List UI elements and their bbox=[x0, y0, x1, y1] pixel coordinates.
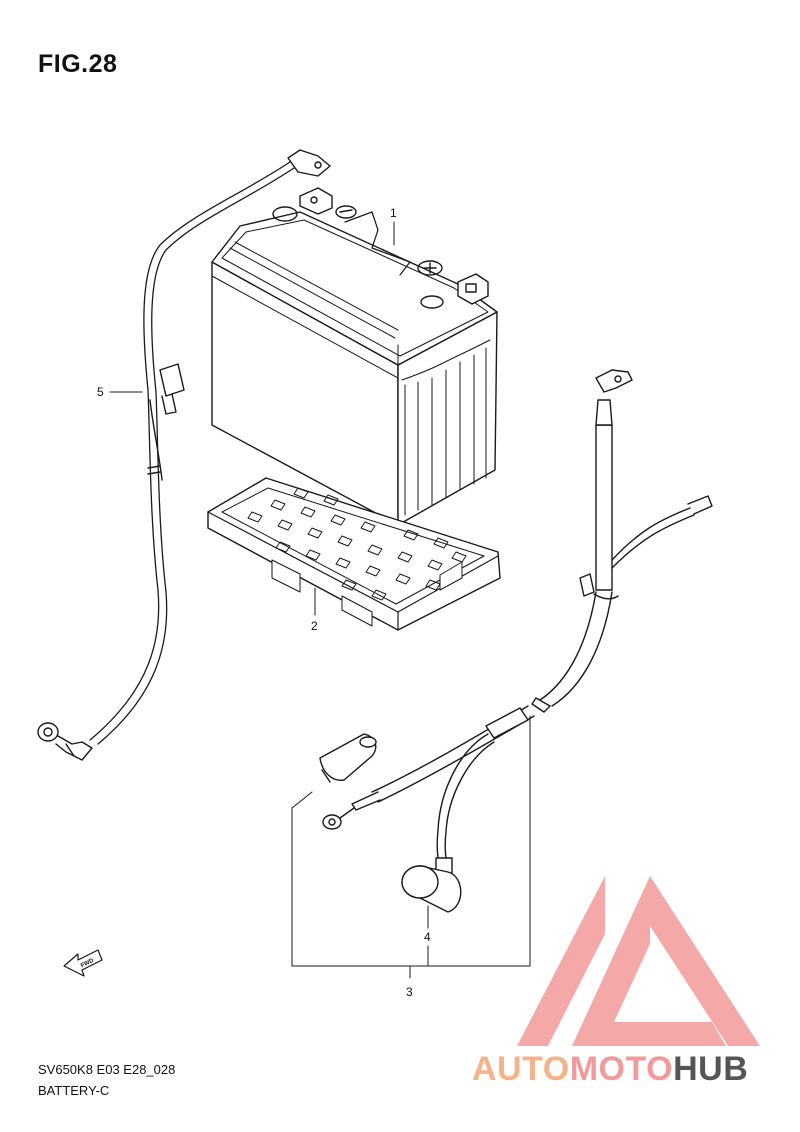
battery bbox=[211, 187, 498, 526]
section-name: BATTERY-C bbox=[38, 1083, 110, 1098]
model-code: SV650K8 E03 E28_028 bbox=[38, 1062, 176, 1077]
negative-lead-wire bbox=[37, 149, 331, 761]
figure-title: FIG.28 bbox=[38, 50, 118, 78]
callout-2: 2 bbox=[311, 619, 318, 633]
fwd-label: FWD bbox=[80, 958, 96, 970]
callout-leaders bbox=[109, 221, 531, 979]
watermark-text: AUTOMOTOHUB bbox=[472, 1050, 748, 1088]
watermark-logo-icon bbox=[517, 876, 760, 1046]
battery-tray bbox=[207, 477, 501, 631]
callout-1: 1 bbox=[390, 206, 397, 220]
callout-3: 3 bbox=[406, 985, 413, 999]
forward-arrow-icon bbox=[63, 949, 103, 977]
sensor-cap bbox=[401, 857, 462, 913]
callout-5: 5 bbox=[97, 385, 104, 399]
positive-lead-wire-assembly bbox=[319, 369, 713, 867]
callout-4: 4 bbox=[424, 930, 431, 944]
